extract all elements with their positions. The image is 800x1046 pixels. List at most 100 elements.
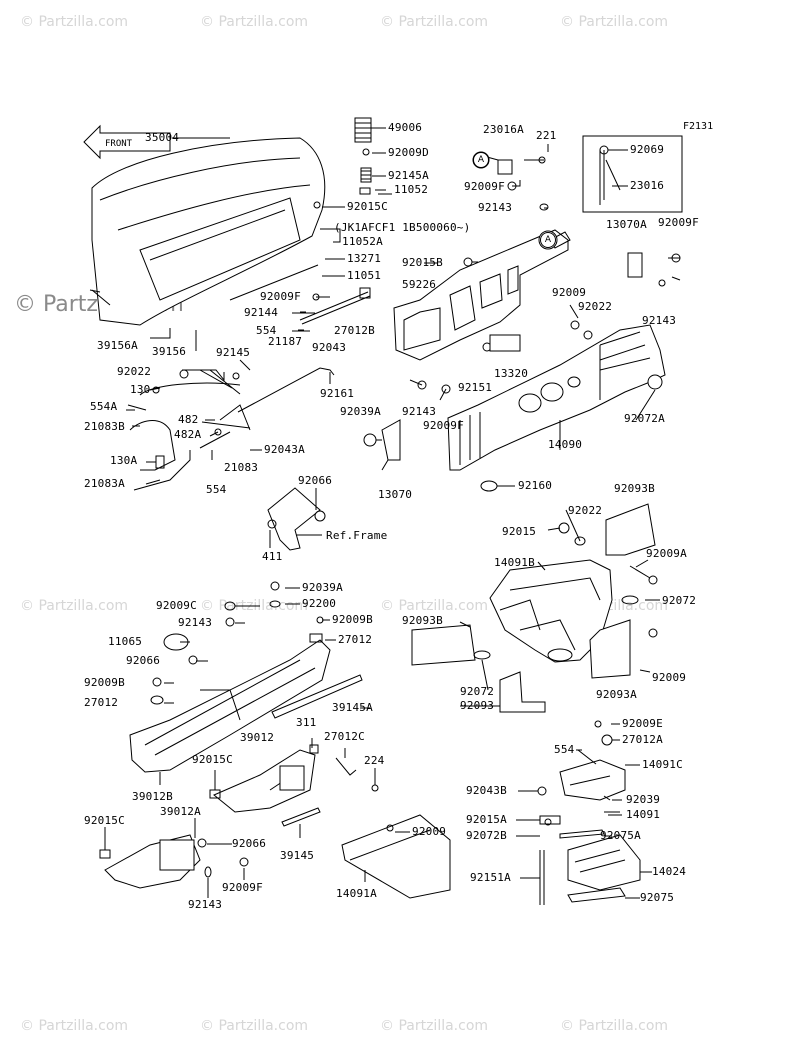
part-label[interactable]: 92009F [222, 881, 263, 894]
part-label[interactable]: 92039 [626, 793, 661, 806]
part-label[interactable]: 92009F [423, 419, 464, 432]
part-label[interactable]: 92015A [466, 813, 507, 826]
part-label[interactable]: 92043A [264, 443, 305, 456]
part-label[interactable]: 92069 [630, 143, 665, 156]
part-label[interactable]: 35004 [145, 131, 180, 144]
part-label[interactable]: 39012 [240, 731, 275, 744]
part-label[interactable]: 92043B [466, 784, 507, 797]
part-label[interactable]: 92093 [460, 699, 495, 712]
part-label[interactable]: 14091 [626, 808, 661, 821]
part-label[interactable]: 27012 [84, 696, 119, 709]
part-label[interactable]: 92009E [622, 717, 663, 730]
part-label[interactable]: 92022 [117, 365, 152, 378]
part-label[interactable]: 130 [130, 383, 151, 396]
part-label[interactable]: 92039A [302, 581, 343, 594]
part-label[interactable]: 482 [178, 413, 199, 426]
part-label[interactable]: 554 [256, 324, 277, 337]
part-label[interactable]: 92015 [502, 525, 537, 538]
part-label[interactable]: 130A [110, 454, 138, 467]
part-label[interactable]: 92093A [596, 688, 637, 701]
part-label[interactable]: 23016A [483, 123, 524, 136]
part-label[interactable]: 39145 [280, 849, 315, 862]
part-label[interactable]: 92043 [312, 341, 347, 354]
part-label[interactable]: 92093B [402, 614, 443, 627]
part-label[interactable]: 39145A [332, 701, 373, 714]
part-label[interactable]: 27012A [622, 733, 663, 746]
part-label[interactable]: 92066 [298, 474, 333, 487]
part-label[interactable]: 92022 [568, 504, 603, 517]
part-label[interactable]: 92143 [642, 314, 677, 327]
part-label[interactable]: 14091B [494, 556, 535, 569]
part-label[interactable]: 92022 [578, 300, 613, 313]
part-label[interactable]: 92072A [624, 412, 665, 425]
part-label[interactable]: 92144 [244, 306, 279, 319]
part-label[interactable]: 14091A [336, 887, 377, 900]
part-label[interactable]: 14090 [548, 438, 583, 451]
part-label[interactable]: 92015C [84, 814, 125, 827]
part-label[interactable]: 92015B [402, 256, 443, 269]
part-label[interactable]: 92075 [640, 891, 675, 904]
part-label[interactable]: 11052A [342, 235, 383, 248]
part-label[interactable]: 23016 [630, 179, 665, 192]
part-label[interactable]: 39012A [160, 805, 201, 818]
part-label[interactable]: 14024 [652, 865, 687, 878]
part-label[interactable]: 92151A [470, 871, 511, 884]
part-label[interactable]: 59226 [402, 278, 437, 291]
part-label[interactable]: 21083B [84, 420, 125, 433]
part-label[interactable]: 92009F [260, 290, 301, 303]
part-label[interactable]: 13070A [606, 218, 647, 231]
part-label[interactable]: 92072 [460, 685, 495, 698]
part-label[interactable]: 92009 [412, 825, 447, 838]
part-label[interactable]: 311 [296, 716, 317, 729]
part-label[interactable]: 92009B [332, 613, 373, 626]
part-label[interactable]: 13320 [494, 367, 529, 380]
part-label[interactable]: 92143 [178, 616, 213, 629]
part-label[interactable]: 92145 [216, 346, 251, 359]
part-label[interactable]: 92075A [600, 829, 641, 842]
part-label[interactable]: 39156A [97, 339, 138, 352]
part-label[interactable]: 554 [554, 743, 575, 756]
part-label[interactable]: 554 [206, 483, 227, 496]
part-label[interactable]: 92072 [662, 594, 697, 607]
part-label[interactable]: 27012B [334, 324, 375, 337]
part-label[interactable]: 92093B [614, 482, 655, 495]
part-label[interactable]: 92009F [464, 180, 505, 193]
part-label[interactable]: 39012B [132, 790, 173, 803]
part-label[interactable]: 11052 [394, 183, 429, 196]
part-label[interactable]: 92143 [402, 405, 437, 418]
part-label[interactable]: 92151 [458, 381, 493, 394]
part-label[interactable]: 27012 [338, 633, 373, 646]
part-label[interactable]: 92143 [188, 898, 223, 911]
part-label[interactable]: 92066 [126, 654, 161, 667]
part-label[interactable]: 411 [262, 550, 283, 563]
part-label[interactable]: 39156 [152, 345, 187, 358]
part-label[interactable]: 21187 [268, 335, 303, 348]
part-label[interactable]: 92200 [302, 597, 337, 610]
part-label[interactable]: 21083A [84, 477, 125, 490]
part-label[interactable]: 221 [536, 129, 557, 142]
part-label[interactable]: 92009 [552, 286, 587, 299]
part-label[interactable]: 13271 [347, 252, 382, 265]
part-label[interactable]: 92009F [658, 216, 699, 229]
part-label[interactable]: 92015C [192, 753, 233, 766]
part-label[interactable]: 482A [174, 428, 202, 441]
part-label[interactable]: 92009 [652, 671, 687, 684]
part-label[interactable]: 224 [364, 754, 385, 767]
part-label[interactable]: 14091C [642, 758, 683, 771]
part-label[interactable]: 11051 [347, 269, 382, 282]
part-label[interactable]: 92009A [646, 547, 687, 560]
part-label[interactable]: 92143 [478, 201, 513, 214]
part-label[interactable]: 92160 [518, 479, 553, 492]
part-label[interactable]: 92009C [156, 599, 197, 612]
part-label[interactable]: 11065 [108, 635, 143, 648]
part-label[interactable]: 92145A [388, 169, 429, 182]
part-label[interactable]: 92161 [320, 387, 355, 400]
part-label[interactable]: 92072B [466, 829, 507, 842]
part-label[interactable]: 13070 [378, 488, 413, 501]
part-label[interactable]: 92015C [347, 200, 388, 213]
part-label[interactable]: 21083 [224, 461, 259, 474]
part-label[interactable]: 92066 [232, 837, 267, 850]
part-label[interactable]: 27012C [324, 730, 365, 743]
part-label[interactable]: 92039A [340, 405, 381, 418]
part-label[interactable]: 92009D [388, 146, 429, 159]
